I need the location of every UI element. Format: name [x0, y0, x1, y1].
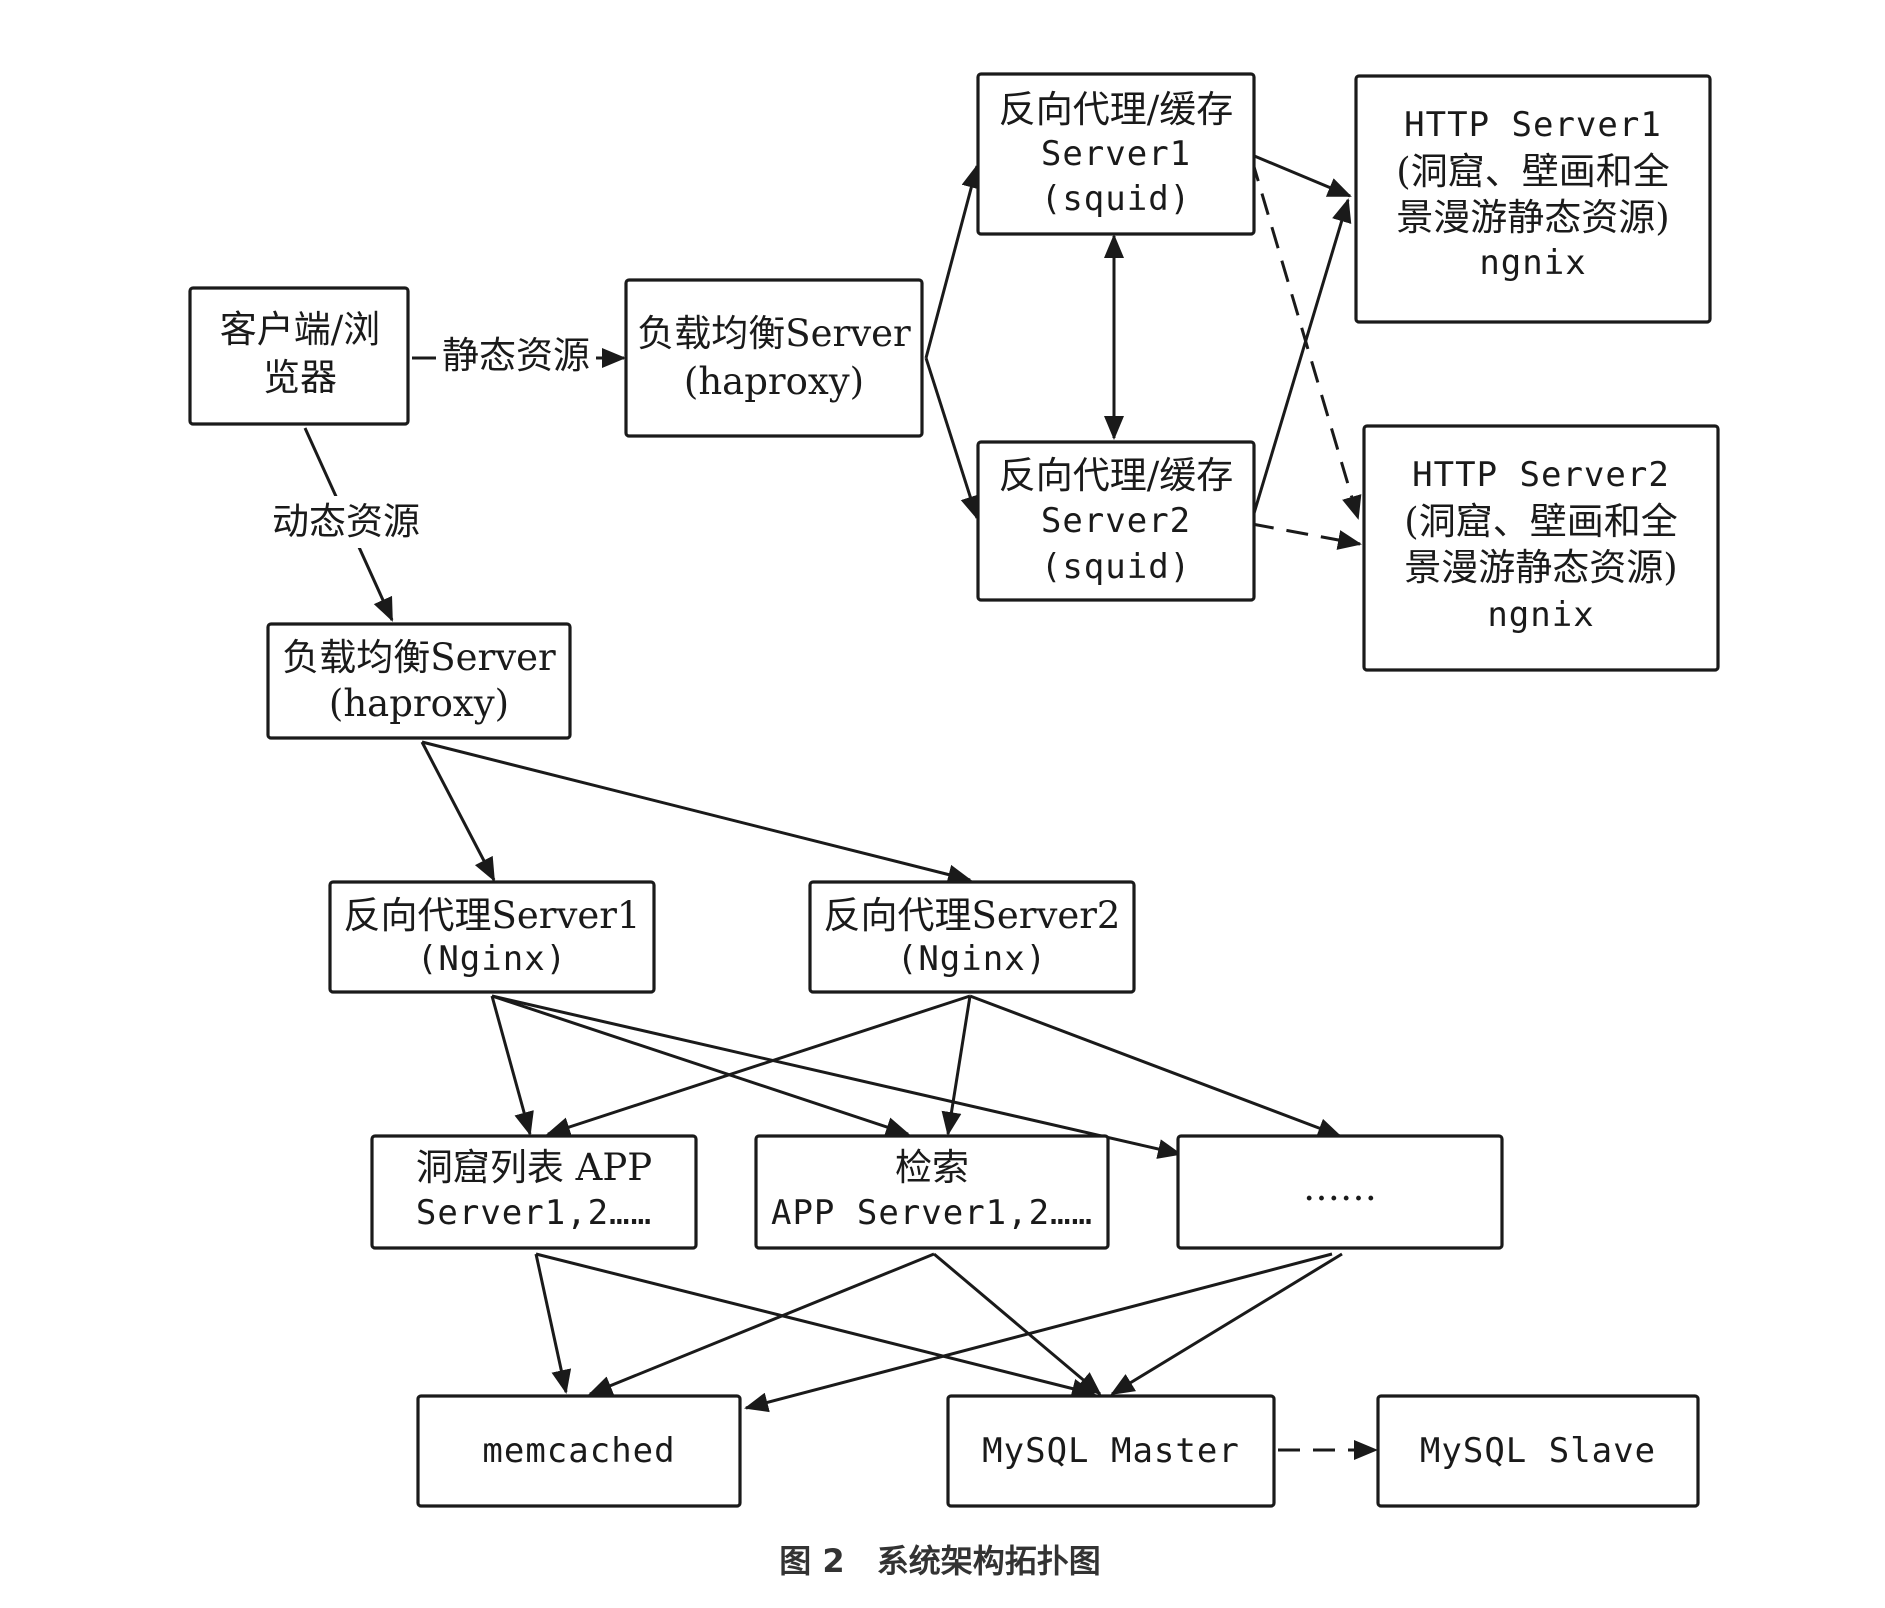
app-caves-line-2: Server1,2……	[416, 1193, 652, 1233]
http-server1-node: HTTP Server1 (洞窟、壁画和全 景漫游静态资源) ngnix	[1354, 74, 1712, 324]
edge-app-search-to-mysql	[933, 1252, 1102, 1396]
memcached-node: memcached	[416, 1394, 742, 1508]
edge-static-lb-to-squid2	[924, 357, 980, 520]
edge-labels: 静态资源 动态资源	[266, 330, 596, 548]
squid2-line-2: Server2	[1041, 501, 1191, 541]
nginx-server2-node: 反向代理Server2 (Nginx)	[808, 880, 1136, 994]
http2-line-4: ngnix	[1487, 595, 1594, 635]
squid1-line-2: Server1	[1041, 134, 1191, 174]
client-line-2: 览器	[263, 356, 337, 399]
edges	[303, 153, 1378, 1460]
nginx2-line-1: 反向代理Server2	[824, 894, 1121, 937]
edge-nginx2-to-app-search	[941, 995, 972, 1136]
edge-nginx1-to-app-more	[491, 994, 1182, 1159]
app-caves-list-node: 洞窟列表 APP Server1,2……	[370, 1134, 698, 1250]
edge-app-more-to-memcached	[744, 1252, 1333, 1413]
squid2-line-1: 反向代理/缓存	[999, 454, 1233, 497]
edge-nginx2-to-app-more	[969, 994, 1342, 1138]
edge-label-dynamic: 动态资源	[272, 500, 420, 543]
edge-dynamic-lb-to-nginx1	[420, 741, 496, 882]
edge-nginx2-to-app-caves	[546, 994, 971, 1137]
dynamic-lb-line-1: 负载均衡Server	[282, 636, 556, 679]
http1-line-2: (洞窟、壁画和全	[1396, 150, 1669, 193]
edge-squid1-to-http2	[1250, 159, 1362, 520]
http-server2-node: HTTP Server2 (洞窟、壁画和全 景漫游静态资源) ngnix	[1362, 424, 1720, 672]
edge-static-lb-to-squid1	[924, 164, 982, 359]
edge-label-static: 静态资源	[442, 334, 590, 377]
client-line-1: 客户端/浏	[220, 308, 380, 351]
figure-caption: 图 2 系统架构拓扑图	[779, 1542, 1100, 1580]
nginx1-line-1: 反向代理Server1	[344, 894, 641, 937]
http1-line-3: 景漫游静态资源)	[1396, 196, 1669, 239]
edge-app-caves-to-mysql	[535, 1252, 1096, 1399]
static-load-balancer-node: 负载均衡Server (haproxy)	[624, 278, 924, 438]
memcached-label: memcached	[482, 1431, 675, 1471]
squid2-line-3: (squid)	[1041, 547, 1191, 587]
http1-line-4: ngnix	[1479, 243, 1586, 283]
static-lb-line-1: 负载均衡Server	[637, 312, 911, 355]
app-search-line-2: APP Server1,2……	[771, 1193, 1093, 1233]
http2-line-3: 景漫游静态资源)	[1404, 546, 1677, 589]
mysql-slave-node: MySQL Slave	[1376, 1394, 1700, 1508]
edge-nginx1-to-app-search	[491, 994, 910, 1137]
app-caves-line-1: 洞窟列表 APP	[416, 1146, 652, 1189]
edge-squid2-to-http2	[1251, 522, 1362, 550]
app-search-node: 检索 APP Server1,2……	[754, 1134, 1110, 1250]
dynamic-lb-line-2: (haproxy)	[329, 682, 509, 725]
nginx2-line-2: (Nginx)	[897, 939, 1047, 979]
edge-app-search-to-memcached	[588, 1252, 935, 1396]
client-browser-node: 客户端/浏 览器	[188, 286, 410, 426]
nginx1-line-2: (Nginx)	[417, 939, 567, 979]
dynamic-load-balancer-node: 负载均衡Server (haproxy)	[266, 622, 572, 740]
app-more-label: ……	[1303, 1166, 1377, 1209]
mysql-master-node: MySQL Master	[946, 1394, 1276, 1508]
nginx-server1-node: 反向代理Server1 (Nginx)	[328, 880, 656, 994]
app-more-node: ……	[1176, 1134, 1504, 1250]
mysql-slave-label: MySQL Slave	[1420, 1431, 1656, 1471]
edge-squid1-to-http1	[1251, 153, 1352, 198]
squid1-line-3: (squid)	[1041, 179, 1191, 219]
squid1-line-1: 反向代理/缓存	[999, 88, 1233, 131]
http2-line-2: (洞窟、壁画和全	[1404, 500, 1677, 543]
static-lb-line-2: (haproxy)	[684, 360, 864, 403]
edge-nginx1-to-app-caves	[490, 995, 534, 1136]
edge-dynamic-lb-to-nginx2	[421, 740, 972, 885]
edge-app-caves-to-memcached	[534, 1253, 572, 1394]
squid-server2-node: 反向代理/缓存 Server2 (squid)	[976, 440, 1256, 602]
http2-line-1: HTTP Server2	[1412, 455, 1670, 495]
http1-line-1: HTTP Server1	[1404, 105, 1662, 145]
mysql-master-label: MySQL Master	[982, 1431, 1240, 1471]
edge-squid2-to-http1	[1250, 198, 1352, 521]
app-search-line-1: 检索	[895, 1146, 969, 1189]
edge-app-more-to-mysql	[1110, 1252, 1343, 1396]
squid-server1-node: 反向代理/缓存 Server1 (squid)	[976, 72, 1256, 236]
